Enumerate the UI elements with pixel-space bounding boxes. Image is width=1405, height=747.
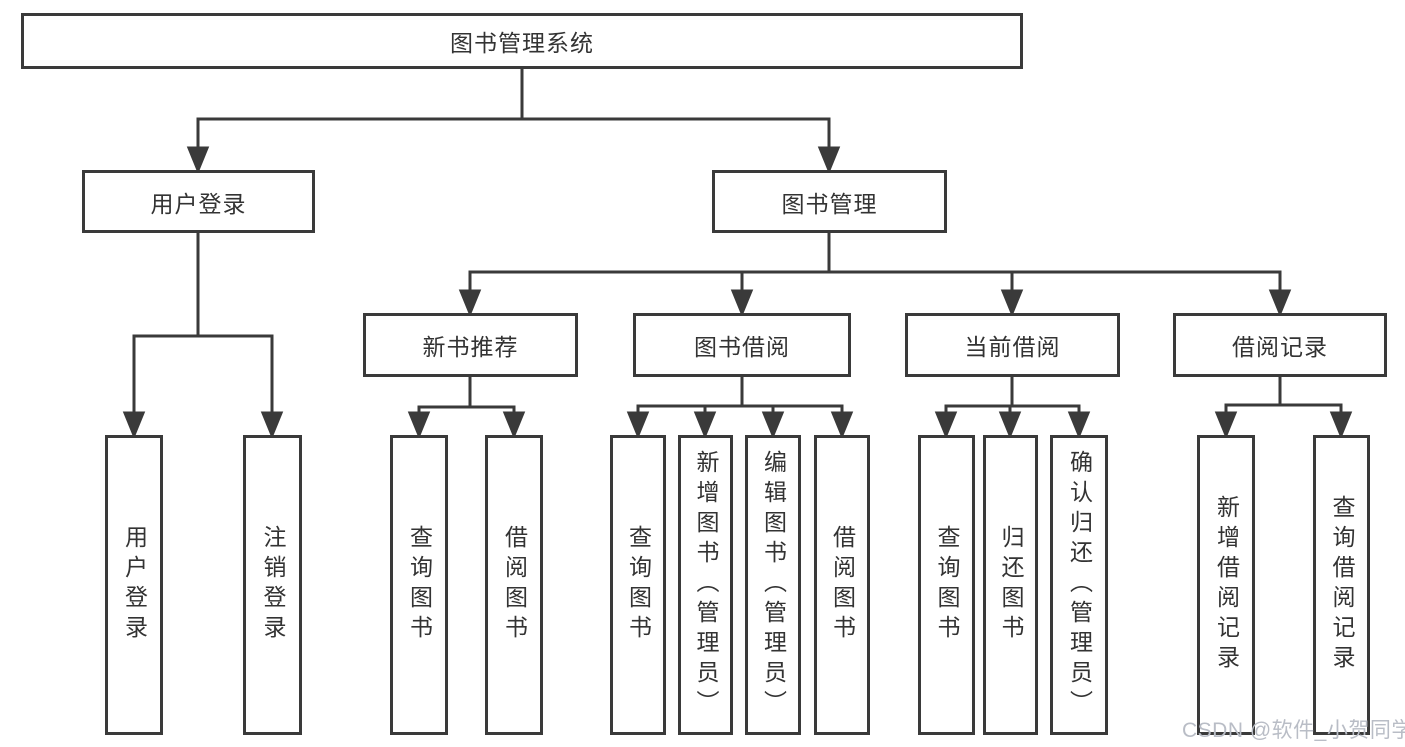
node-label: 归还图书 (998, 525, 1024, 645)
node-label: 查询图书 (406, 525, 433, 645)
leaf-borrow-books-1: 借阅图书 (485, 435, 543, 735)
leaf-add-book-admin: 新增图书（管理员） (678, 435, 733, 735)
leaf-confirm-return-admin: 确认归还（管理员） (1050, 435, 1108, 735)
leaf-borrow-books-2: 借阅图书 (814, 435, 870, 735)
connector-bookborrow-to-leaves (626, 377, 854, 439)
node-label: 新增借阅记录 (1213, 495, 1240, 675)
connector-currentborrow-to-leaves (934, 377, 1091, 439)
node-label: 新增图书（管理员） (693, 450, 719, 720)
node-book-borrowing: 图书借阅 (633, 313, 851, 377)
node-label: 图书借阅 (694, 334, 790, 360)
node-current-borrowing: 当前借阅 (905, 313, 1120, 377)
leaf-query-books-3: 查询图书 (918, 435, 975, 735)
node-user-login: 用户登录 (82, 170, 315, 233)
node-library-management-system: 图书管理系统 (21, 13, 1023, 69)
node-label: 注销登录 (260, 525, 286, 645)
node-label: 查询图书 (625, 525, 652, 645)
node-label: 图书管理系统 (450, 30, 594, 56)
node-book-management: 图书管理 (712, 170, 947, 233)
leaf-edit-book-admin: 编辑图书（管理员） (745, 435, 801, 735)
node-label: 查询借阅记录 (1329, 495, 1355, 675)
node-label: 借阅图书 (501, 525, 528, 645)
node-new-book-recommend: 新书推荐 (363, 313, 578, 377)
node-label: 图书管理 (781, 190, 878, 217)
connector-userlogin-to-leaves (122, 233, 284, 439)
leaf-user-login: 用户登录 (105, 435, 163, 735)
node-label: 用户登录 (150, 190, 247, 217)
node-label: 新书推荐 (422, 334, 519, 360)
node-label: 用户登录 (121, 525, 148, 645)
node-label: 编辑图书（管理员） (760, 450, 787, 720)
leaf-add-borrow-record: 新增借阅记录 (1197, 435, 1255, 735)
node-label: 查询图书 (934, 525, 960, 645)
connector-bookmgmt-to-level3 (458, 233, 1292, 317)
leaf-logout: 注销登录 (243, 435, 302, 735)
leaf-query-books-2: 查询图书 (610, 435, 666, 735)
connector-borrowrecords-to-leaves (1214, 377, 1353, 439)
csdn-watermark: CSDN @软件_小贺同学 (1182, 719, 1405, 742)
connector-root-to-level2 (186, 69, 841, 174)
node-label: 当前借阅 (964, 334, 1061, 360)
leaf-return-book: 归还图书 (983, 435, 1038, 735)
node-label: 确认归还（管理员） (1066, 450, 1093, 720)
node-label: 借阅图书 (829, 525, 856, 645)
leaf-query-borrow-record: 查询借阅记录 (1313, 435, 1370, 735)
node-borrowing-records: 借阅记录 (1173, 313, 1387, 377)
node-label: 借阅记录 (1232, 334, 1328, 360)
connector-newbookrec-to-leaves (407, 377, 526, 439)
leaf-query-books-1: 查询图书 (390, 435, 448, 735)
